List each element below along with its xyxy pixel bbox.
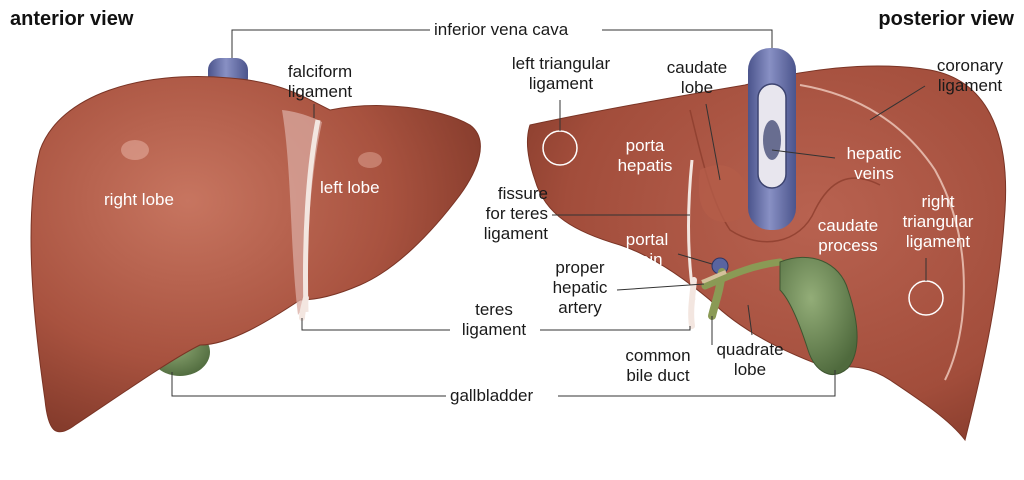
falciform-ligament-edge [303, 119, 321, 313]
posterior-liver [527, 48, 1007, 442]
posterior-teres-ligament [688, 277, 697, 329]
coronary-ligament-line [799, 84, 965, 381]
posterior-view-title: posterior view [878, 8, 1014, 30]
label-portal-vein: portal vein [625, 230, 669, 269]
caudate-lobe-shape [698, 165, 749, 222]
label-caudate-lobe: caudate lobe [666, 58, 728, 97]
leader-lines [171, 29, 927, 397]
label-falciform-ligament: falciform ligament [287, 62, 353, 101]
label-inferior-vena-cava: inferior vena cava [430, 20, 573, 40]
label-porta-hepatis: porta hepatis [617, 136, 673, 175]
hepatic-veins-openings [763, 120, 781, 160]
label-quadrate-lobe: quadrate lobe [716, 340, 784, 379]
anterior-teres-ligament [299, 295, 309, 321]
label-hepatic-veins: hepatic veins [846, 144, 902, 183]
label-caudate-process: caudate process [817, 216, 879, 255]
label-gallbladder: gallbladder [446, 386, 538, 406]
anterior-liver-body [30, 76, 481, 433]
anterior-liver [30, 58, 481, 433]
label-coronary-ligament: coronary ligament [936, 56, 1004, 95]
posterior-liver-body [527, 65, 1007, 442]
label-right-lobe: right lobe [104, 190, 174, 209]
anterior-view-title: anterior view [10, 8, 134, 30]
posterior-gallbladder [779, 256, 858, 375]
label-fissure-for-teres-ligament: fissure for teres ligament [483, 184, 548, 243]
label-left-lobe: left lobe [320, 178, 380, 197]
label-common-bile-duct: common bile duct [625, 346, 691, 385]
label-left-triangular-ligament: left triangular ligament [511, 54, 611, 93]
label-right-triangular-ligament: right triangular ligament [902, 192, 974, 251]
label-proper-hepatic-artery: proper hepatic artery [552, 258, 608, 317]
label-teres-ligament: teres ligament [450, 300, 538, 340]
